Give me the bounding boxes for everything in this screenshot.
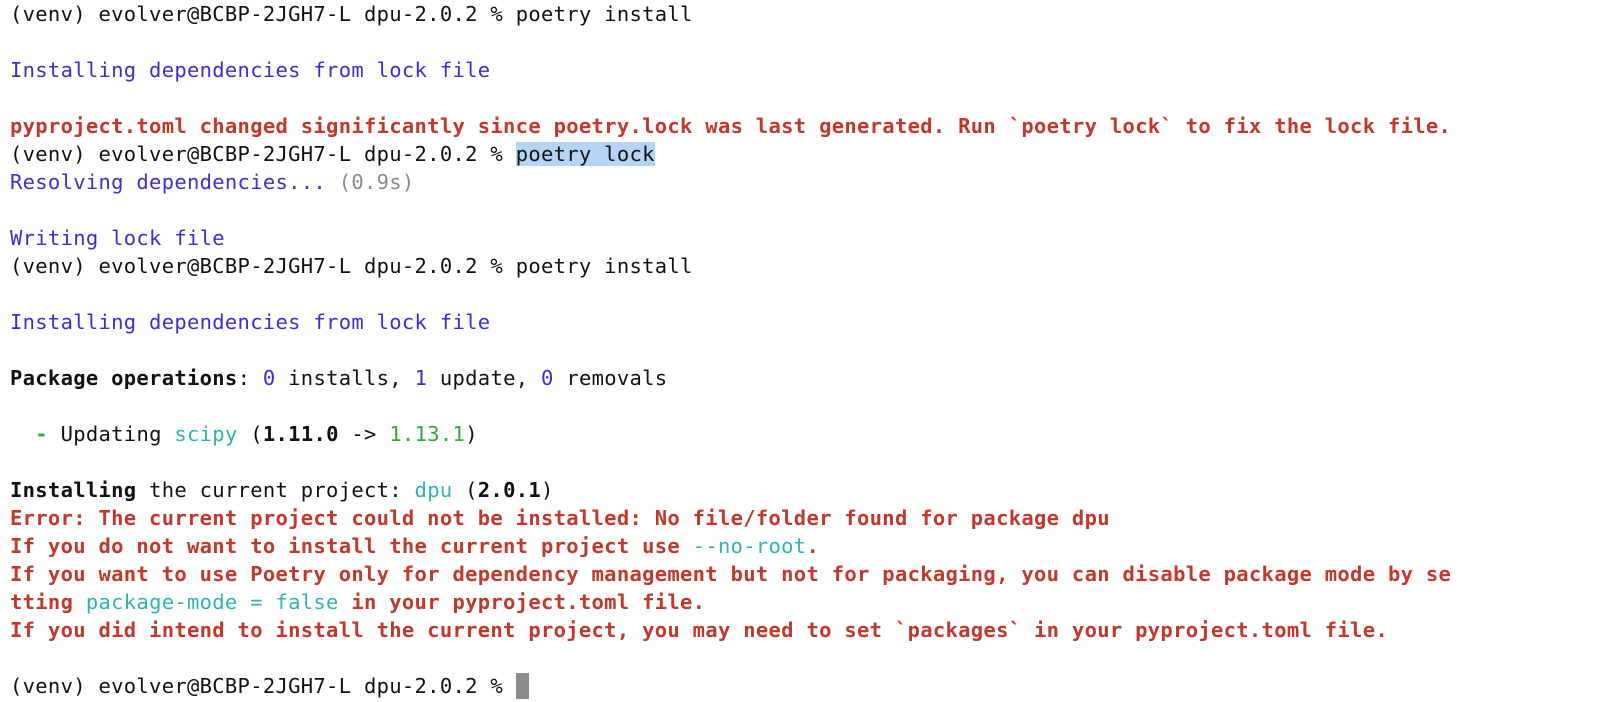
error-line: If you want to use Poetry only for depen…: [10, 562, 1452, 586]
paren-close: ): [541, 478, 554, 502]
indent: [10, 422, 35, 446]
removals-count: 0: [541, 366, 554, 390]
terminal-line: (venv) evolver@BCBP-2JGH7-L dpu-2.0.2 % …: [10, 0, 1616, 28]
updating-text: Updating: [47, 422, 175, 446]
error-line: If you do not want to install the curren…: [10, 532, 1616, 560]
blank-line: [10, 644, 1616, 672]
blank-line: [10, 196, 1616, 224]
version-arrow: ->: [338, 422, 390, 446]
blank-line: [10, 448, 1616, 476]
package-mode-setting: package-mode = false: [85, 590, 339, 614]
installs-text: installs,: [275, 366, 415, 390]
current-prompt-line[interactable]: (venv) evolver@BCBP-2JGH7-L dpu-2.0.2 %: [10, 672, 1616, 700]
error-text: tting: [10, 590, 86, 614]
old-version: 1.11.0: [262, 422, 339, 446]
output-line: Writing lock file: [10, 226, 225, 250]
project-version: 2.0.1: [477, 478, 541, 502]
no-root-flag: --no-root: [692, 534, 807, 558]
package-operations-line: Package operations: 0 installs, 1 update…: [10, 364, 1616, 392]
installs-count: 0: [262, 366, 276, 390]
package-name: scipy: [174, 422, 238, 446]
error-text: in your pyproject.toml file.: [338, 590, 706, 614]
output-line: Resolving dependencies... (0.9s): [10, 168, 1616, 196]
blank-line: [10, 28, 1616, 56]
shell-prompt: (venv) evolver@BCBP-2JGH7-L dpu-2.0.2 %: [10, 142, 516, 166]
shell-prompt: (venv) evolver@BCBP-2JGH7-L dpu-2.0.2 %: [10, 674, 516, 698]
resolving-time: (0.9s): [338, 170, 415, 194]
output-line: Installing dependencies from lock file: [10, 310, 491, 334]
terminal-line: (venv) evolver@BCBP-2JGH7-L dpu-2.0.2 % …: [10, 140, 1616, 168]
colon-text: :: [237, 366, 263, 390]
error-line: If you did intend to install the current…: [10, 618, 1388, 642]
updates-text: update,: [427, 366, 542, 390]
terminal-line: (venv) evolver@BCBP-2JGH7-L dpu-2.0.2 % …: [10, 252, 1616, 280]
error-line: Error: The current project could not be …: [10, 506, 1110, 530]
installing-text: the current project:: [136, 478, 415, 502]
cursor-icon[interactable]: [515, 673, 529, 699]
update-dash-icon: -: [35, 422, 48, 446]
command-text: poetry install: [515, 2, 693, 26]
shell-prompt: (venv) evolver@BCBP-2JGH7-L dpu-2.0.2 %: [10, 2, 516, 26]
paren-close: ): [465, 422, 478, 446]
installing-project-line: Installing the current project: dpu (2.0…: [10, 476, 1616, 504]
blank-line: [10, 392, 1616, 420]
error-text: .: [806, 534, 820, 558]
error-text: If you do not want to install the curren…: [10, 534, 693, 558]
error-line: tting package-mode = false in your pypro…: [10, 588, 1616, 616]
selected-command-text[interactable]: poetry lock: [515, 142, 655, 166]
blank-line: [10, 336, 1616, 364]
resolving-text: Resolving dependencies...: [10, 170, 339, 194]
lock-warning-line: pyproject.toml changed significantly sin…: [10, 114, 1452, 138]
installing-label: Installing: [10, 478, 137, 502]
blank-line: [10, 280, 1616, 308]
output-line: Installing dependencies from lock file: [10, 58, 491, 82]
package-operations-label: Package operations: [10, 366, 238, 390]
shell-prompt: (venv) evolver@BCBP-2JGH7-L dpu-2.0.2 %: [10, 254, 516, 278]
paren-open: (: [237, 422, 263, 446]
update-line: - Updating scipy (1.11.0 -> 1.13.1): [10, 420, 1616, 448]
updates-count: 1: [414, 366, 428, 390]
new-version: 1.13.1: [389, 422, 466, 446]
command-text: poetry install: [515, 254, 693, 278]
removals-text: removals: [553, 366, 668, 390]
project-name: dpu: [414, 478, 453, 502]
paren-open: (: [452, 478, 478, 502]
blank-line: [10, 84, 1616, 112]
